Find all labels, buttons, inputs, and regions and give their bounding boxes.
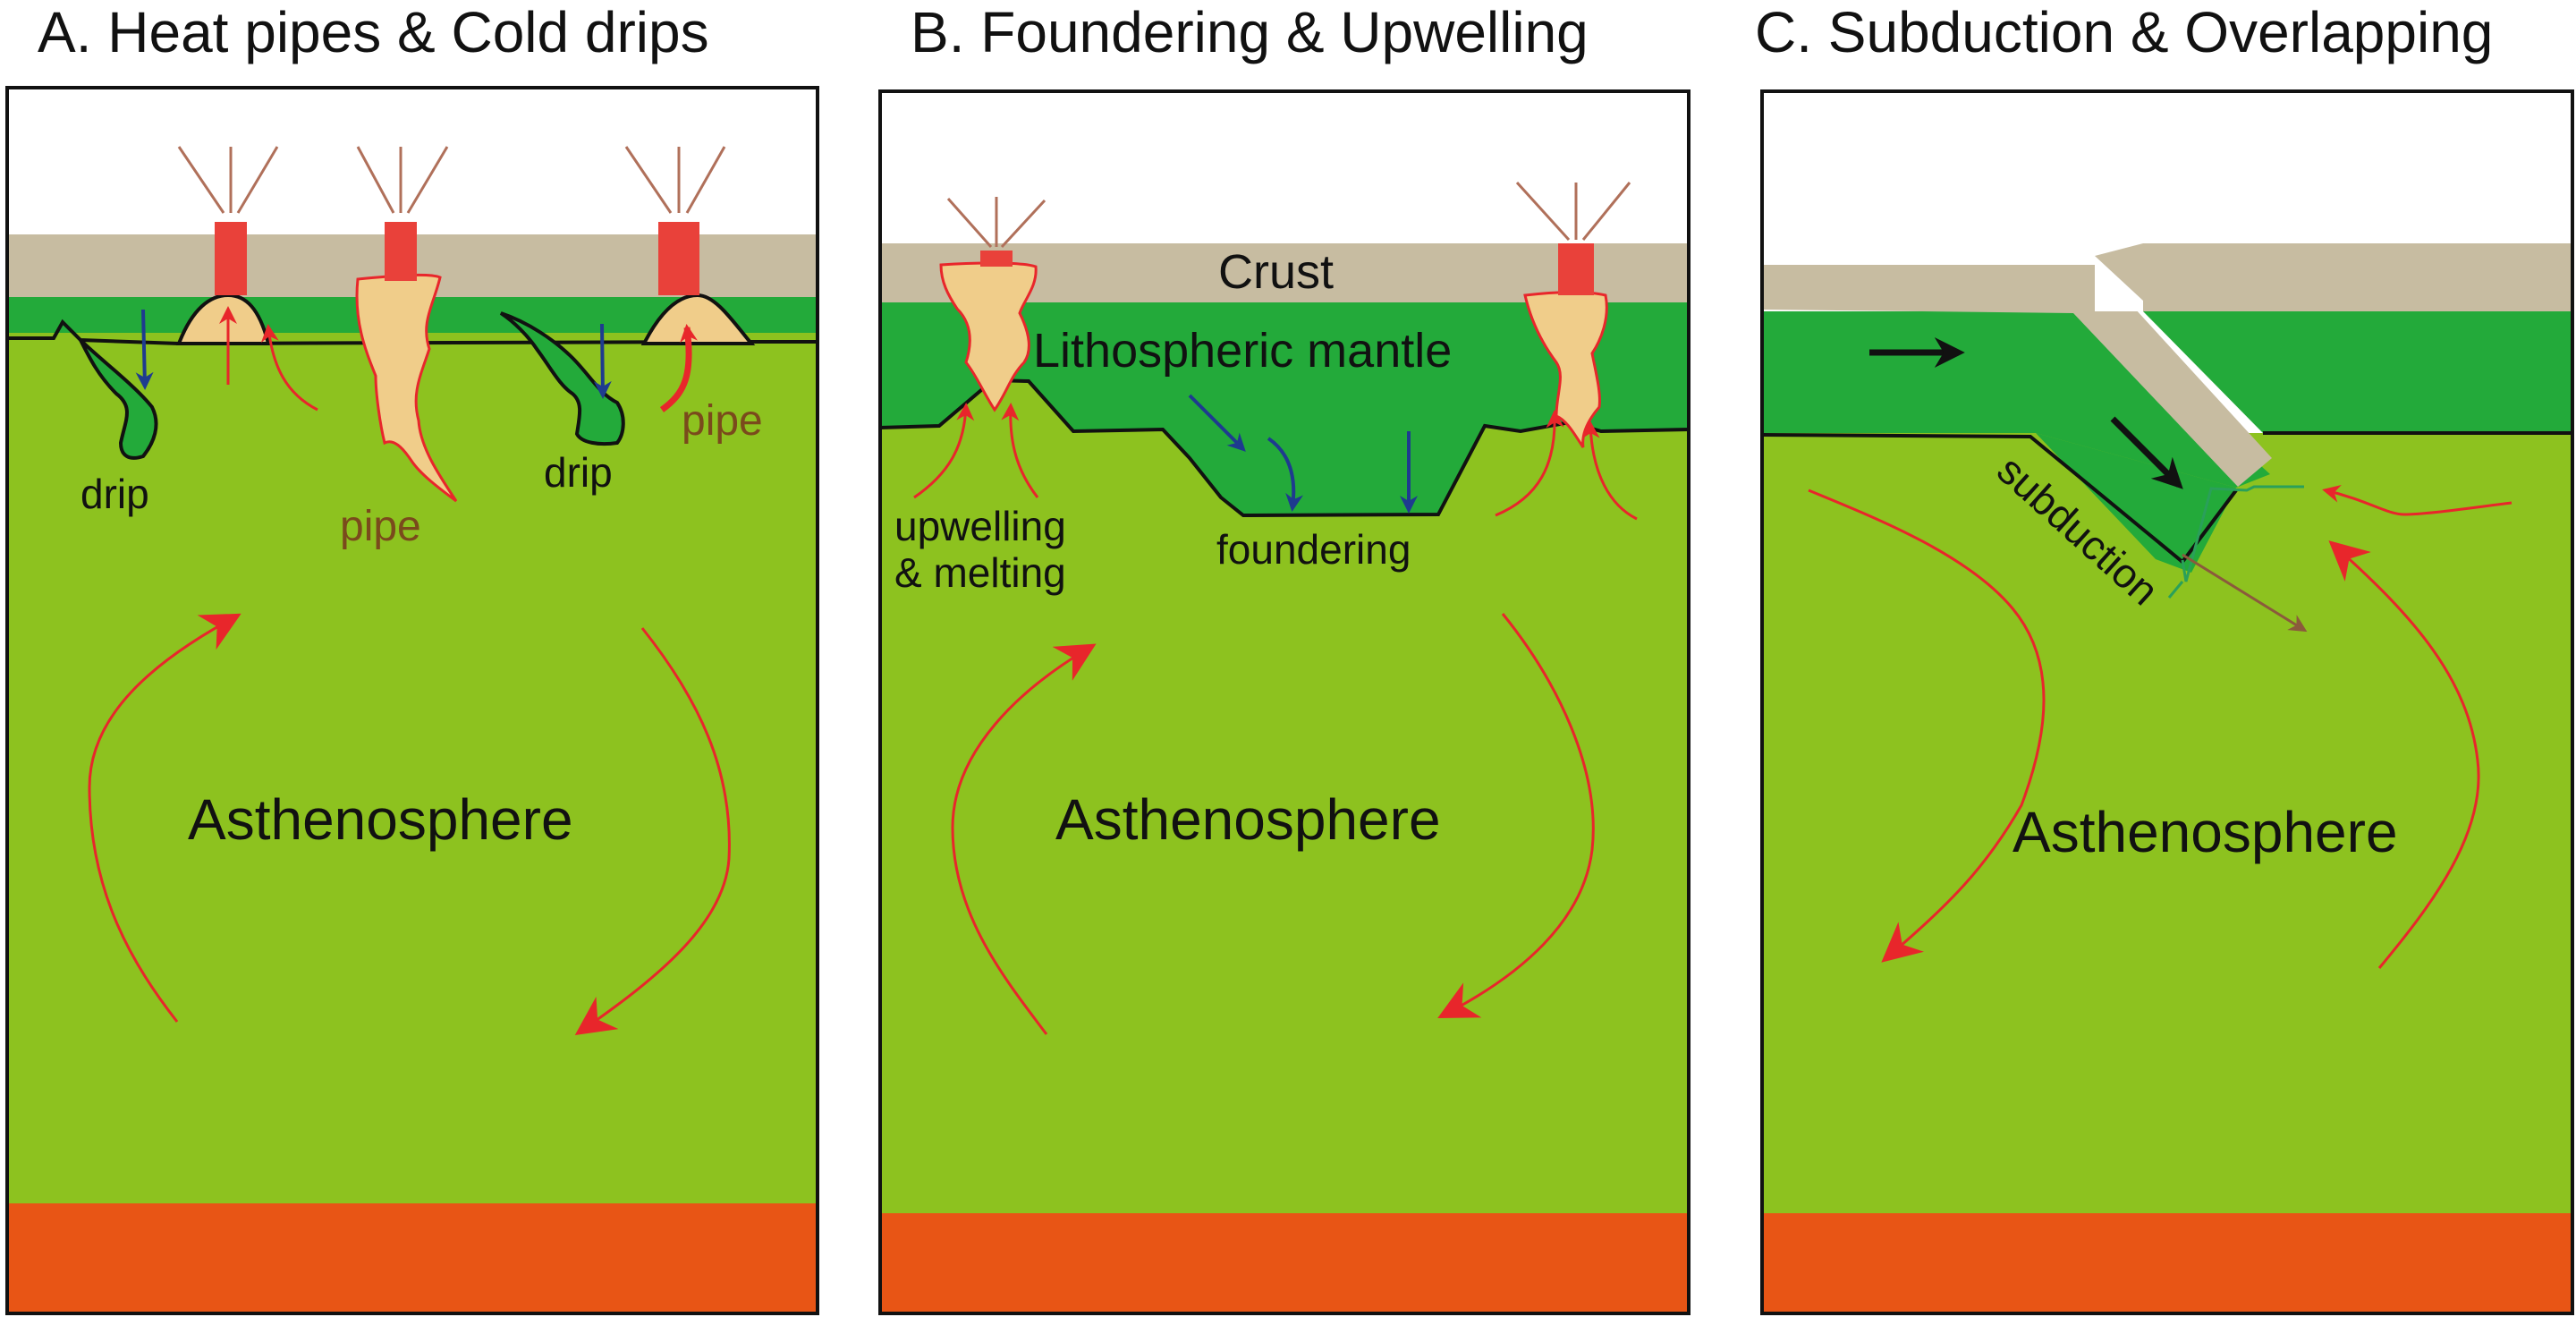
subducting-slab bbox=[2036, 433, 2236, 573]
sink-arrow bbox=[593, 323, 612, 399]
panel-c: C. Subduction & Overlapping subduction A… bbox=[1755, 0, 2574, 1315]
panel-b: B. Foundering & Upwelling Crust Lithosph… bbox=[878, 0, 1690, 1315]
label-asthenosphere: Asthenosphere bbox=[188, 787, 573, 852]
crust-wedge bbox=[2095, 243, 2143, 301]
volcano-vent bbox=[215, 222, 247, 295]
label-drip: drip bbox=[80, 471, 149, 517]
panel-c-frame bbox=[1760, 89, 2574, 1315]
plate-motion-arrow bbox=[2110, 416, 2183, 489]
label-asthenosphere: Asthenosphere bbox=[2012, 800, 2398, 864]
rise-arrow bbox=[659, 324, 698, 412]
volcano-vent bbox=[980, 251, 1013, 267]
mantle-flow-arrow bbox=[2322, 485, 2512, 516]
panel-b-frame bbox=[878, 89, 1690, 1315]
sink-arrow bbox=[1267, 437, 1303, 512]
drip-blob bbox=[79, 338, 158, 460]
upwelling-arrow bbox=[913, 403, 975, 499]
convection-arrow bbox=[574, 627, 731, 1035]
volcano-vent bbox=[385, 222, 417, 281]
panel-b-title: B. Foundering & Upwelling bbox=[911, 0, 1589, 64]
core-layer bbox=[1762, 1213, 2572, 1313]
asthenosphere-layer bbox=[7, 333, 818, 1205]
upwelling-arrow bbox=[1495, 410, 1564, 517]
asthenosphere-layer bbox=[1762, 433, 2572, 1217]
convection-arrow bbox=[951, 643, 1097, 1035]
label-upwelling: upwelling bbox=[894, 503, 1066, 549]
convection-arrow bbox=[1808, 489, 2046, 963]
subducting-crust bbox=[1762, 265, 2272, 487]
rise-arrow bbox=[260, 324, 318, 412]
label-melting: & melting bbox=[894, 549, 1066, 596]
heat-pipe bbox=[355, 273, 458, 503]
overriding-crust bbox=[2143, 243, 2572, 311]
label-asthenosphere: Asthenosphere bbox=[1055, 787, 1441, 852]
convection-arrow bbox=[88, 613, 242, 1023]
eruption-rays bbox=[946, 181, 1631, 249]
label-lithospheric-mantle: Lithospheric mantle bbox=[1033, 324, 1452, 378]
slab-tip-arrow bbox=[2182, 553, 2308, 633]
overriding-lithosphere bbox=[2143, 311, 2572, 433]
core-layer bbox=[7, 1203, 818, 1313]
label-foundering: foundering bbox=[1216, 526, 1411, 573]
eruption-rays bbox=[177, 146, 726, 214]
label-drip: drip bbox=[544, 449, 613, 496]
volcano-vent bbox=[658, 222, 699, 295]
label-crust: Crust bbox=[1218, 245, 1334, 299]
panel-a-title: A. Heat pipes & Cold drips bbox=[38, 0, 709, 64]
sink-arrow bbox=[135, 309, 154, 390]
volcano-vent bbox=[1558, 243, 1594, 295]
core-layer bbox=[880, 1213, 1689, 1313]
slab-boundary bbox=[1761, 433, 2238, 565]
panel-c-title: C. Subduction & Overlapping bbox=[1755, 0, 2493, 64]
upwelling-arrow bbox=[1581, 421, 1638, 521]
panel-a-frame bbox=[5, 86, 819, 1315]
convection-arrow bbox=[2328, 540, 2480, 969]
melt-dome bbox=[640, 293, 756, 345]
convection-arrow bbox=[1437, 613, 1595, 1019]
label-pipe: pipe bbox=[682, 397, 763, 445]
upwelling-arrow bbox=[1001, 403, 1039, 498]
panel-a: A. Heat pipes & Cold drips bbox=[5, 0, 819, 1315]
slab-tip-marker bbox=[2167, 485, 2304, 599]
melt-plume bbox=[939, 261, 1038, 412]
sink-arrow bbox=[1188, 394, 1246, 452]
drip-blob bbox=[499, 311, 625, 446]
label-pipe: pipe bbox=[340, 503, 421, 550]
lithosphere-layer bbox=[880, 302, 1689, 515]
